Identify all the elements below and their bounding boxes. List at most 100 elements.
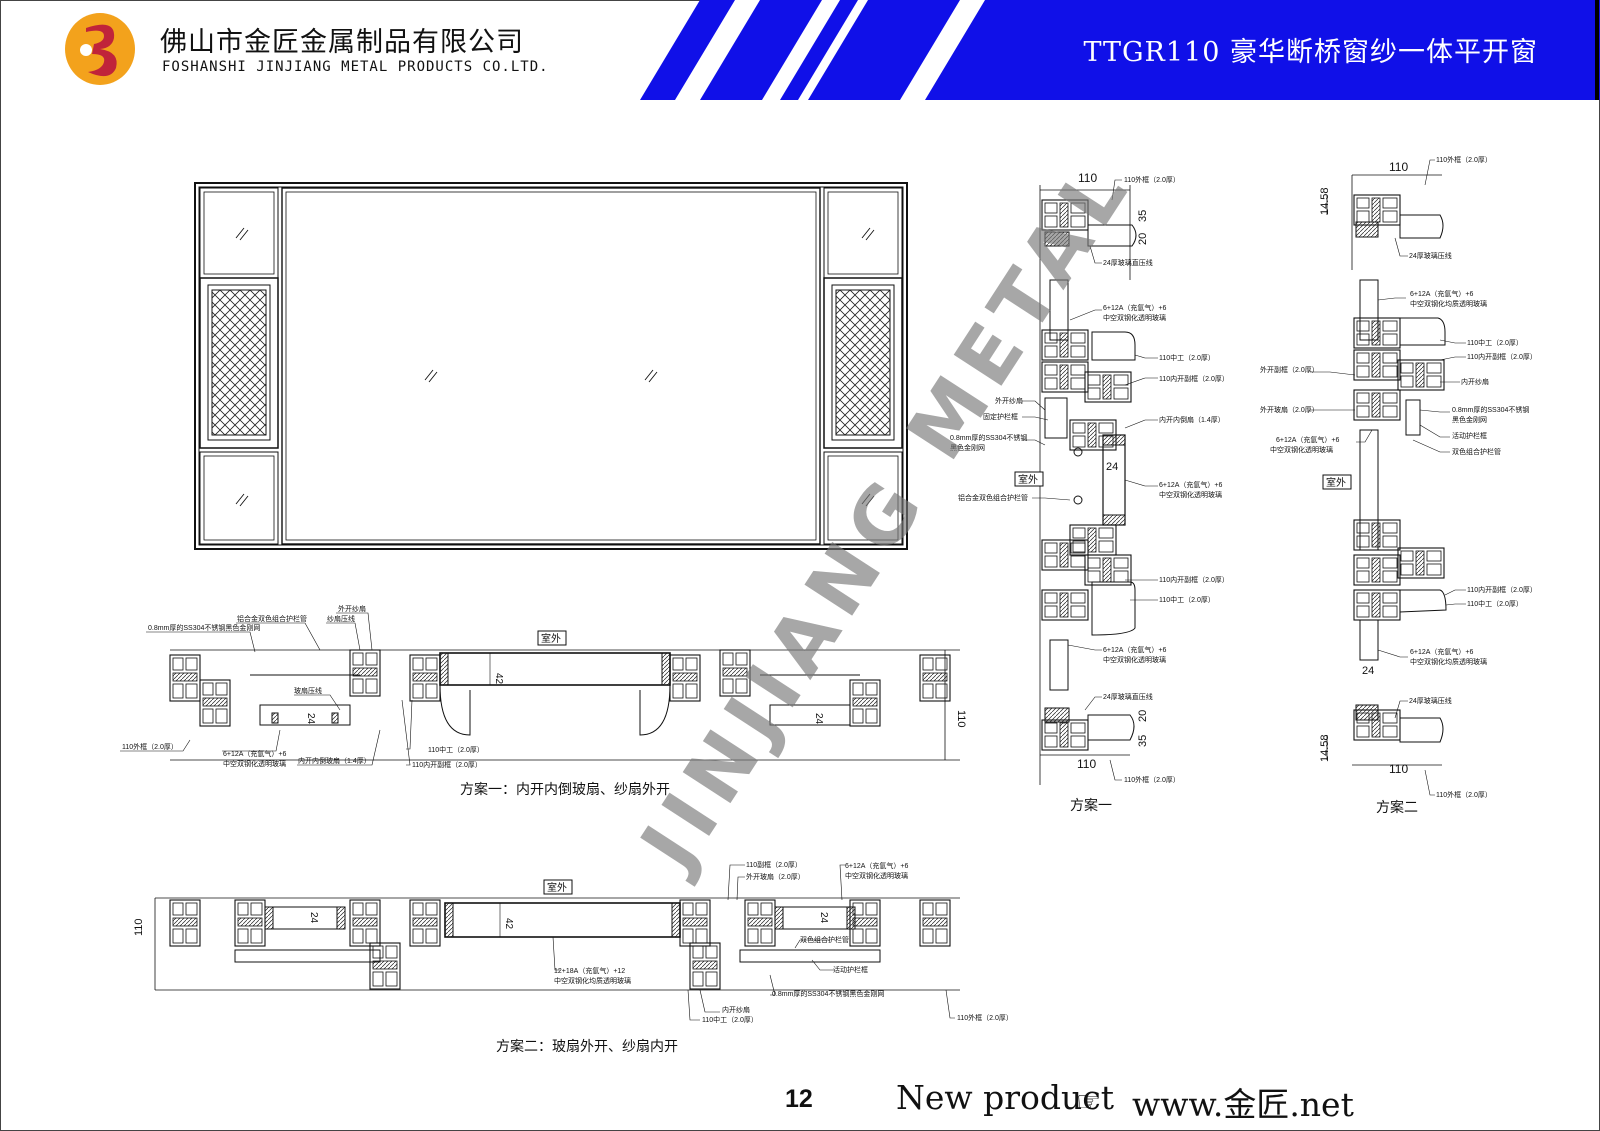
- svg-text:110: 110: [133, 918, 145, 936]
- vert1-caption: 方案一: [1070, 798, 1112, 814]
- svg-text:室外: 室外: [541, 632, 561, 645]
- svg-text:6+12A（充氩气）+6: 6+12A（充氩气）+6: [1159, 480, 1223, 489]
- svg-text:中空双钢化均质透明玻璃: 中空双钢化均质透明玻璃: [554, 976, 631, 985]
- svg-text:内开纱扇: 内开纱扇: [1461, 377, 1489, 386]
- svg-text:24: 24: [818, 912, 829, 924]
- svg-text:中空双钢化透明玻璃: 中空双钢化透明玻璃: [1103, 655, 1166, 664]
- svg-text:室外: 室外: [1018, 473, 1038, 486]
- svg-text:活动护栏框: 活动护栏框: [833, 965, 868, 974]
- svg-text:110: 110: [1077, 757, 1096, 771]
- svg-text:110外框（2.0厚）: 110外框（2.0厚）: [957, 1013, 1013, 1022]
- svg-text:双色组合护栏管: 双色组合护栏管: [800, 935, 849, 944]
- svg-text:外开玻扇（2.0厚）: 外开玻扇（2.0厚）: [1260, 405, 1319, 414]
- svg-text:外开纱扇: 外开纱扇: [995, 396, 1023, 405]
- svg-text:24: 24: [1106, 461, 1118, 473]
- company-name-cn: 佛山市金匠金属制品有限公司: [160, 27, 524, 58]
- svg-text:110: 110: [955, 710, 967, 728]
- svg-text:中空双钢化透明玻璃: 中空双钢化透明玻璃: [223, 759, 286, 768]
- svg-text:110外框（2.0厚）: 110外框（2.0厚）: [1436, 155, 1492, 164]
- svg-text:活动护栏框: 活动护栏框: [1452, 431, 1487, 440]
- svg-text:6+12A（充氩气）+6: 6+12A（充氩气）+6: [1276, 435, 1340, 444]
- svg-text:黑色金刚网: 黑色金刚网: [1452, 415, 1487, 424]
- svg-text:0.8mm厚的SS304不锈钢: 0.8mm厚的SS304不锈钢: [950, 433, 1027, 442]
- company-logo: [65, 13, 135, 85]
- svg-text:室外: 室外: [547, 881, 567, 894]
- svg-text:14.58: 14.58: [1319, 734, 1331, 762]
- svg-text:24: 24: [813, 713, 824, 725]
- svg-text:110: 110: [1078, 171, 1097, 185]
- svg-text:0.8mm厚的SS304不锈钢: 0.8mm厚的SS304不锈钢: [1452, 405, 1529, 414]
- svg-text:6+12A（充氩气）+6: 6+12A（充氩气）+6: [1103, 645, 1167, 654]
- svg-text:110内开副框（2.0厚）: 110内开副框（2.0厚）: [1467, 585, 1537, 594]
- svg-text:0.8mm厚的SS304不锈钢黑色金刚网: 0.8mm厚的SS304不锈钢黑色金刚网: [772, 989, 884, 998]
- svg-text:110外框（2.0厚）: 110外框（2.0厚）: [1436, 790, 1492, 799]
- svg-text:纱扇压线: 纱扇压线: [327, 614, 355, 623]
- svg-text:中空双钢化透明玻璃: 中空双钢化透明玻璃: [1103, 313, 1166, 322]
- svg-text:110: 110: [1389, 762, 1408, 776]
- svg-text:外开纱扇: 外开纱扇: [338, 604, 366, 613]
- svg-text:110内开副框（2.0厚）: 110内开副框（2.0厚）: [412, 760, 482, 769]
- svg-text:110中工（2.0厚）: 110中工（2.0厚）: [1159, 595, 1215, 604]
- svg-text:35: 35: [1137, 735, 1149, 747]
- svg-text:中空双钢化透明玻璃: 中空双钢化透明玻璃: [1270, 445, 1333, 454]
- svg-text:6+12A（充氩气）+6: 6+12A（充氩气）+6: [845, 861, 909, 870]
- svg-text:外开副框（2.0厚）: 外开副框（2.0厚）: [1260, 365, 1319, 374]
- svg-text:24厚玻璃压线: 24厚玻璃压线: [1409, 696, 1452, 705]
- new-product-label: New product: [896, 1078, 1115, 1117]
- svg-text:中空双钢化透明玻璃: 中空双钢化透明玻璃: [845, 871, 908, 880]
- svg-text:110内开副框（2.0厚）: 110内开副框（2.0厚）: [1467, 352, 1537, 361]
- svg-text:6+12A（充氩气）+6: 6+12A（充氩气）+6: [1410, 289, 1474, 298]
- svg-text:110内开副框（2.0厚）: 110内开副框（2.0厚）: [1159, 575, 1229, 584]
- product-title: TTGR110 豪华断桥窗纱一体平开窗: [1083, 37, 1538, 68]
- pointing-hand-icon: ☞: [1076, 1085, 1102, 1118]
- svg-text:110中工（2.0厚）: 110中工（2.0厚）: [1467, 599, 1523, 608]
- svg-text:黑色金刚网: 黑色金刚网: [950, 443, 985, 452]
- page-number: 12: [785, 1085, 813, 1113]
- svg-text:24: 24: [1362, 665, 1374, 677]
- plan1-horizontal-section: 110 42 24 24 室外 0.8mm厚的SS304不锈钢黑色金刚网 铝合金…: [120, 604, 967, 769]
- svg-text:内开内倒玻扇（1.4厚）: 内开内倒玻扇（1.4厚）: [298, 756, 371, 765]
- svg-text:固定护栏框: 固定护栏框: [983, 412, 1018, 421]
- svg-text:中空双钢化均质透明玻璃: 中空双钢化均质透明玻璃: [1410, 657, 1487, 666]
- svg-text:中空双钢化透明玻璃: 中空双钢化透明玻璃: [1159, 490, 1222, 499]
- svg-text:6+12A（充氩气）+6: 6+12A（充氩气）+6: [223, 749, 287, 758]
- svg-text:35: 35: [1137, 210, 1149, 222]
- header-band: [640, 0, 1600, 100]
- svg-text:110外框（2.0厚）: 110外框（2.0厚）: [122, 742, 178, 751]
- svg-text:42: 42: [493, 673, 504, 685]
- vertical-section-1: 110 35 20 24 20 35 110 室外 110外框（2.0厚）: [950, 171, 1229, 785]
- svg-text:6+12A（充氩气）+6: 6+12A（充氩气）+6: [1410, 647, 1474, 656]
- svg-text:110副框（2.0厚）: 110副框（2.0厚）: [746, 860, 802, 869]
- svg-text:42: 42: [503, 918, 514, 930]
- svg-text:室外: 室外: [1326, 476, 1346, 489]
- svg-text:24: 24: [308, 912, 319, 924]
- window-elevation: [194, 182, 908, 550]
- svg-text:110中工（2.0厚）: 110中工（2.0厚）: [1159, 353, 1215, 362]
- svg-text:110中工（2.0厚）: 110中工（2.0厚）: [1467, 338, 1523, 347]
- svg-text:内开内倒扇（1.4厚）: 内开内倒扇（1.4厚）: [1159, 415, 1225, 424]
- svg-text:12+18A（充氩气）+12: 12+18A（充氩气）+12: [554, 966, 625, 975]
- svg-text:双色组合护栏管: 双色组合护栏管: [1452, 447, 1501, 456]
- svg-text:24厚玻璃压线: 24厚玻璃压线: [1409, 251, 1452, 260]
- svg-text:铝合金双色组合护栏管: 铝合金双色组合护栏管: [958, 493, 1028, 502]
- plan1-caption: 方案一：内开内倒玻扇、纱扇外开: [460, 782, 670, 798]
- svg-text:外开玻扇（2.0厚）: 外开玻扇（2.0厚）: [746, 872, 805, 881]
- svg-text:铝合金双色组合护栏管: 铝合金双色组合护栏管: [237, 614, 307, 623]
- svg-text:110外框（2.0厚）: 110外框（2.0厚）: [1124, 775, 1180, 784]
- svg-text:中空双钢化均质透明玻璃: 中空双钢化均质透明玻璃: [1410, 299, 1487, 308]
- svg-text:110内开副框（2.0厚）: 110内开副框（2.0厚）: [1159, 374, 1229, 383]
- plan2-caption: 方案二：玻扇外开、纱扇内开: [496, 1039, 678, 1055]
- vertical-section-2: 110 14.58 24 14.58 110 室外 110外框（2.0厚）: [1260, 155, 1537, 799]
- website-link[interactable]: www.金匠.net: [1132, 1085, 1354, 1124]
- svg-text:24厚玻璃直压线: 24厚玻璃直压线: [1103, 692, 1153, 701]
- svg-text:110外框（2.0厚）: 110外框（2.0厚）: [1124, 175, 1180, 184]
- svg-text:110: 110: [1389, 160, 1408, 174]
- svg-text:6+12A（充氩气）+6: 6+12A（充氩气）+6: [1103, 303, 1167, 312]
- svg-text:20: 20: [1137, 710, 1149, 722]
- svg-text:110中工（2.0厚）: 110中工（2.0厚）: [428, 745, 484, 754]
- svg-text:20: 20: [1137, 233, 1149, 245]
- vert2-caption: 方案二: [1376, 800, 1418, 816]
- svg-text:14.58: 14.58: [1319, 187, 1331, 215]
- svg-text:内开纱扇: 内开纱扇: [722, 1005, 750, 1014]
